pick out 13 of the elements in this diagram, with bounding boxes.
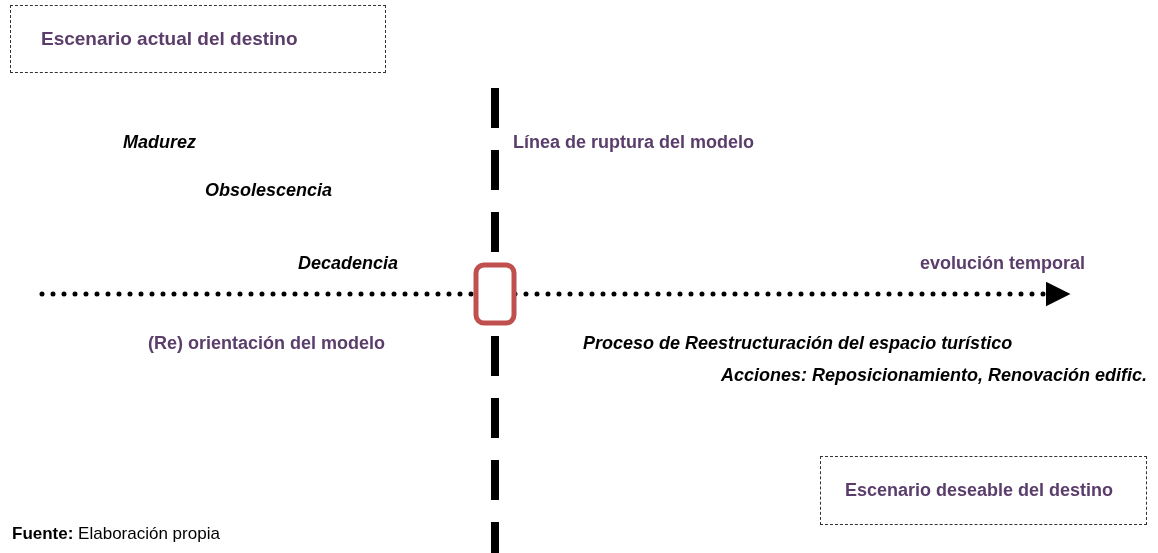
- source-note: Fuente: Elaboración propia: [12, 524, 220, 544]
- scenario-box: [820, 456, 1147, 525]
- process-text: Proceso de Reestructuración del espacio turístico: [583, 332, 1013, 355]
- scenario-box: [10, 5, 386, 73]
- axis-label: evolución temporal: [920, 252, 1086, 275]
- scenario-title: Escenario deseable del destino: [845, 480, 1114, 501]
- stage-label: (Re) orientación del modelo: [148, 332, 386, 355]
- scenario-title: Escenario actual del destino: [41, 28, 298, 50]
- stage-label: Madurez: [123, 131, 196, 154]
- actions-text: Acciones: Reposicionamiento, Renovación edific.: [719, 364, 1147, 387]
- stage-label: Obsolescencia: [205, 179, 333, 202]
- stage-label: Decadencia: [298, 252, 399, 275]
- line-label: Línea de ruptura del modelo: [513, 131, 755, 154]
